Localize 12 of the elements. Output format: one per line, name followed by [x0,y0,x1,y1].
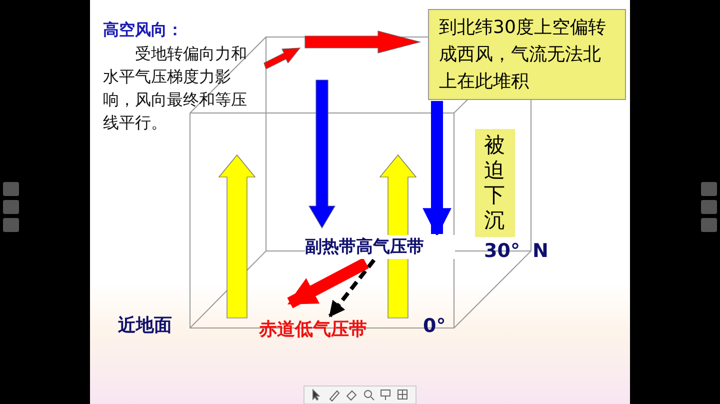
note-text: 受地转偏向力和水平气压梯度力影响，风向最终和等压线平行。 [103,43,248,134]
pressure-belt-label: 赤道低气压带 [259,317,389,343]
arrow [422,101,452,237]
pressure-belt-label: 副热带高气压带 [305,235,455,259]
note-box: 被迫下沉 [475,129,515,237]
arrow [328,258,376,318]
level-label: 近地面 [118,314,173,337]
latitude-label: 30° N [484,240,550,262]
note-box: 到北纬30度上空偏转成西风，气流无法北上在此堆积 [428,9,626,100]
heading: 高空风向： [103,20,184,41]
arrow [287,258,369,308]
latitude-label: 0° [423,315,447,337]
